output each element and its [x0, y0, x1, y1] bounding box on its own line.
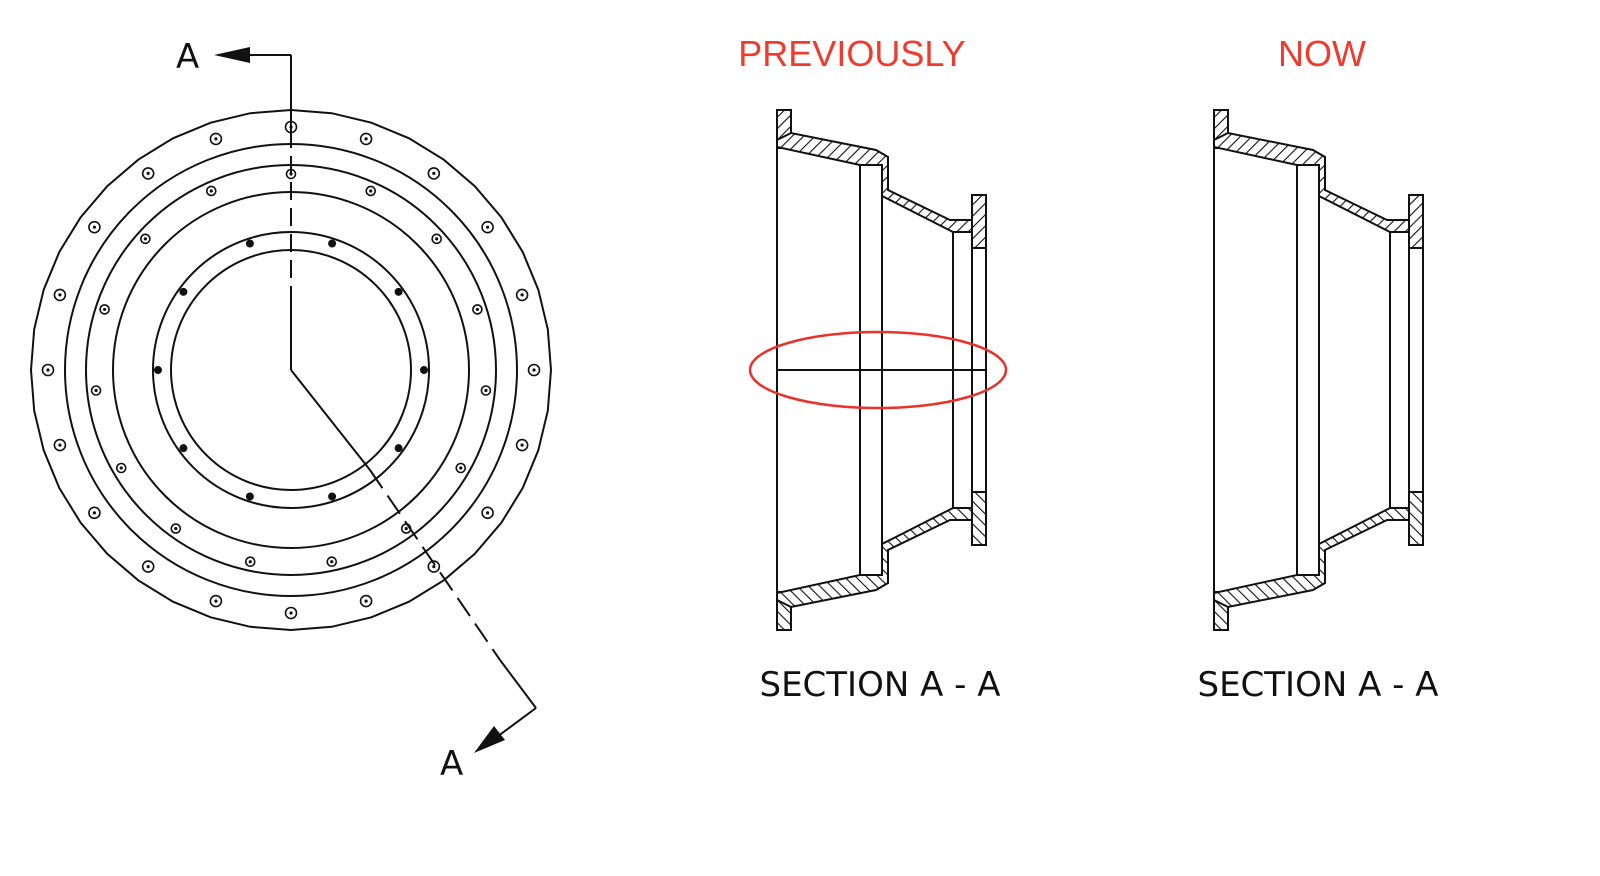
inner-ring-outer [152, 231, 430, 509]
bolt-hole [245, 492, 254, 501]
previous-section-label: SECTION A - A [759, 665, 1000, 705]
bolt-hole [154, 365, 163, 374]
bolt-hole [394, 287, 403, 296]
bolt-hole-center [58, 443, 62, 447]
bolt-hole-center [330, 560, 334, 564]
section-marker-bottom: A [440, 744, 463, 784]
section-marker-top: A [176, 37, 199, 77]
bolt-hole-center [520, 293, 524, 297]
bolt-holes [41, 120, 541, 620]
bolt-hole [245, 239, 254, 248]
bolt-hole-center [435, 237, 439, 241]
bolt-hole-center [404, 526, 408, 531]
bolt-hole [394, 444, 403, 453]
plan-view: A A [29, 37, 553, 784]
bolt-hole-center [485, 225, 490, 229]
bolt-hole-center [432, 564, 436, 569]
highlight-ellipse [748, 330, 1008, 410]
bolt-hole-center [214, 137, 218, 141]
section-line [290, 369, 371, 471]
bolt-hole-center [119, 466, 123, 470]
bolt-hole-center [214, 599, 218, 603]
bolt-hole [179, 287, 188, 296]
now-section-label: SECTION A - A [1197, 665, 1438, 705]
bolt-hole-center [146, 171, 150, 176]
previous-title: PREVIOUSLY [738, 33, 965, 74]
bolt-hole-center [46, 368, 50, 372]
bolt-hole-center [459, 466, 463, 470]
bolt-hole-center [94, 388, 98, 393]
bolt-hole-center [92, 511, 97, 515]
section-previous: PREVIOUSLY SECTION A - A [738, 33, 1008, 705]
bolt-hole-center [364, 137, 368, 141]
arrow-head-icon [214, 47, 250, 63]
section-now: NOW SECTION A - A [1197, 33, 1438, 705]
section-line-dashed [369, 469, 501, 661]
section-line [499, 659, 537, 709]
bolt-hole-center [484, 388, 488, 393]
bolt-hole-center [520, 443, 524, 447]
bolt-hole-center [364, 599, 368, 603]
bolt-hole-center [475, 307, 480, 312]
bolt-hole-center [532, 368, 536, 372]
bolt-hole-center [209, 189, 213, 193]
bolt-hole-center [248, 560, 252, 564]
bolt-hole-center [146, 564, 150, 569]
bolt-hole [328, 492, 337, 501]
outer-flange-ring [29, 108, 553, 632]
bolt-hole-center [58, 293, 62, 297]
bolt-hole [419, 365, 428, 374]
bolt-hole-center [432, 171, 436, 176]
now-title: NOW [1278, 33, 1366, 74]
arrow-head-icon [474, 726, 505, 753]
bolt-hole [328, 239, 337, 248]
bolt-hole-center [369, 189, 373, 193]
bolt-hole-center [102, 307, 107, 312]
bolt-hole [179, 444, 188, 453]
bolt-hole-center [289, 611, 293, 615]
bolt-hole-center [485, 511, 490, 515]
bolt-hole-center [174, 526, 178, 531]
bolt-hole-center [92, 225, 97, 229]
bolt-hole-center [143, 237, 147, 241]
